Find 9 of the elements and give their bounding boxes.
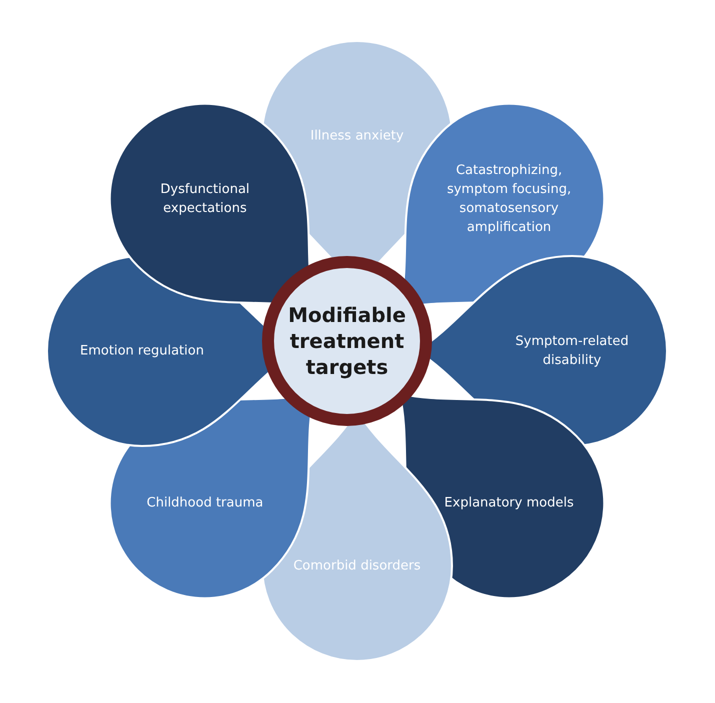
petal-label: Catastrophizing, symptom focusing, somatosensory amplification: [446, 162, 572, 237]
petal-label: Illness anxiety: [309, 128, 405, 146]
petal-label: Emotion regulation: [79, 342, 205, 360]
petal-label: Comorbid disorders: [292, 558, 422, 576]
petal-label: Dysfunctional expectations: [159, 180, 251, 218]
center-label: Modifiable treatment targets: [287, 302, 407, 380]
petal-label: Symptom-related disability: [514, 333, 630, 370]
petal-label: Explanatory models: [443, 494, 575, 513]
petal-label: Childhood trauma: [146, 494, 264, 513]
